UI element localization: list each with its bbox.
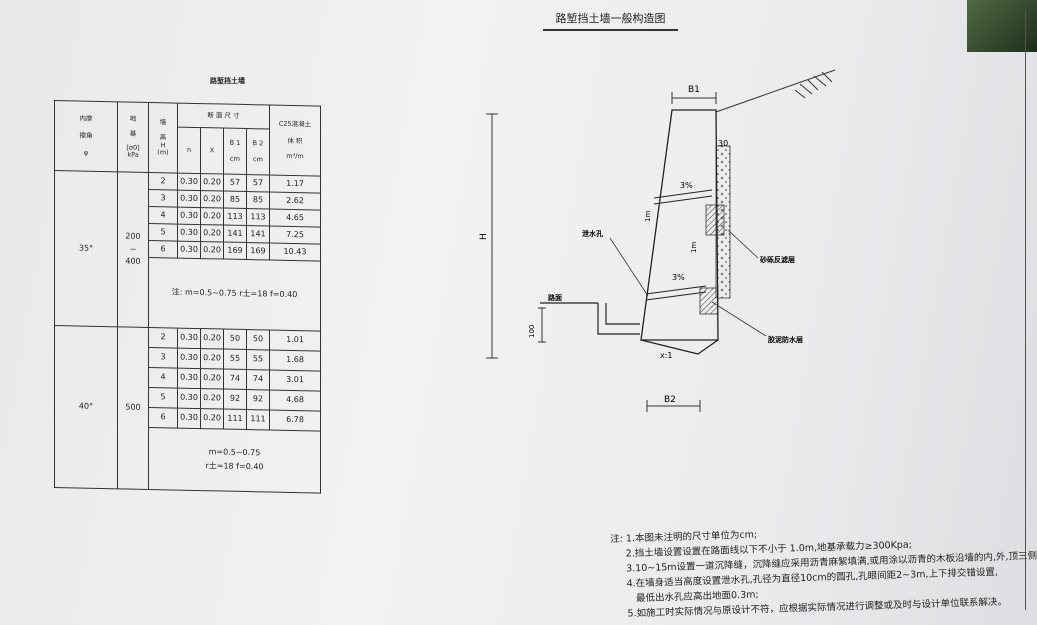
b1-dimension (671, 92, 717, 104)
waterproof-leader (711, 301, 767, 337)
one-meter-label-a: 1m (644, 211, 652, 222)
drawing-title: 路堑挡土墙一般构造图 (543, 10, 678, 31)
hundred-dimension (538, 307, 546, 343)
ratio-label: x:1 (660, 351, 673, 360)
drain-hole-lower (645, 285, 707, 301)
wall-heel (697, 339, 719, 355)
waterproof-label: 胶泥防水层 (768, 335, 803, 344)
road-ditch (540, 302, 640, 335)
road-label: 路面 (548, 293, 562, 302)
slope-label-lower: 3% (672, 273, 685, 282)
slope-label-upper: 3% (680, 181, 693, 190)
drain-hole-upper (653, 189, 713, 205)
drain-hole-label: 泄水孔 (582, 229, 603, 238)
drain-hole-leader (609, 237, 649, 297)
b1-label: B1 (688, 85, 700, 95)
b2-label: B2 (664, 395, 676, 405)
thirty-label: 30 (718, 139, 728, 148)
ground-slope (715, 69, 836, 113)
clay-block-lower (699, 287, 719, 315)
clay-block-upper (705, 204, 725, 236)
b2-dimension (646, 400, 701, 412)
hundred-label: 100 (528, 325, 536, 338)
gravel-leader (727, 229, 759, 259)
gravel-label: 砂砾反滤层 (760, 255, 795, 264)
drawing-frame (40, 10, 1026, 610)
table-title: 路堑挡土墙 (210, 77, 245, 85)
wall-base (640, 339, 699, 355)
notes-block: 注: 1.本图未注明的尺寸单位为cm; 2.挡土墙设置设置在路面线以下不小于 1… (610, 517, 1037, 622)
h-label: H (479, 233, 489, 240)
one-meter-label-b: 1m (690, 242, 698, 253)
h-dimension (486, 113, 498, 359)
